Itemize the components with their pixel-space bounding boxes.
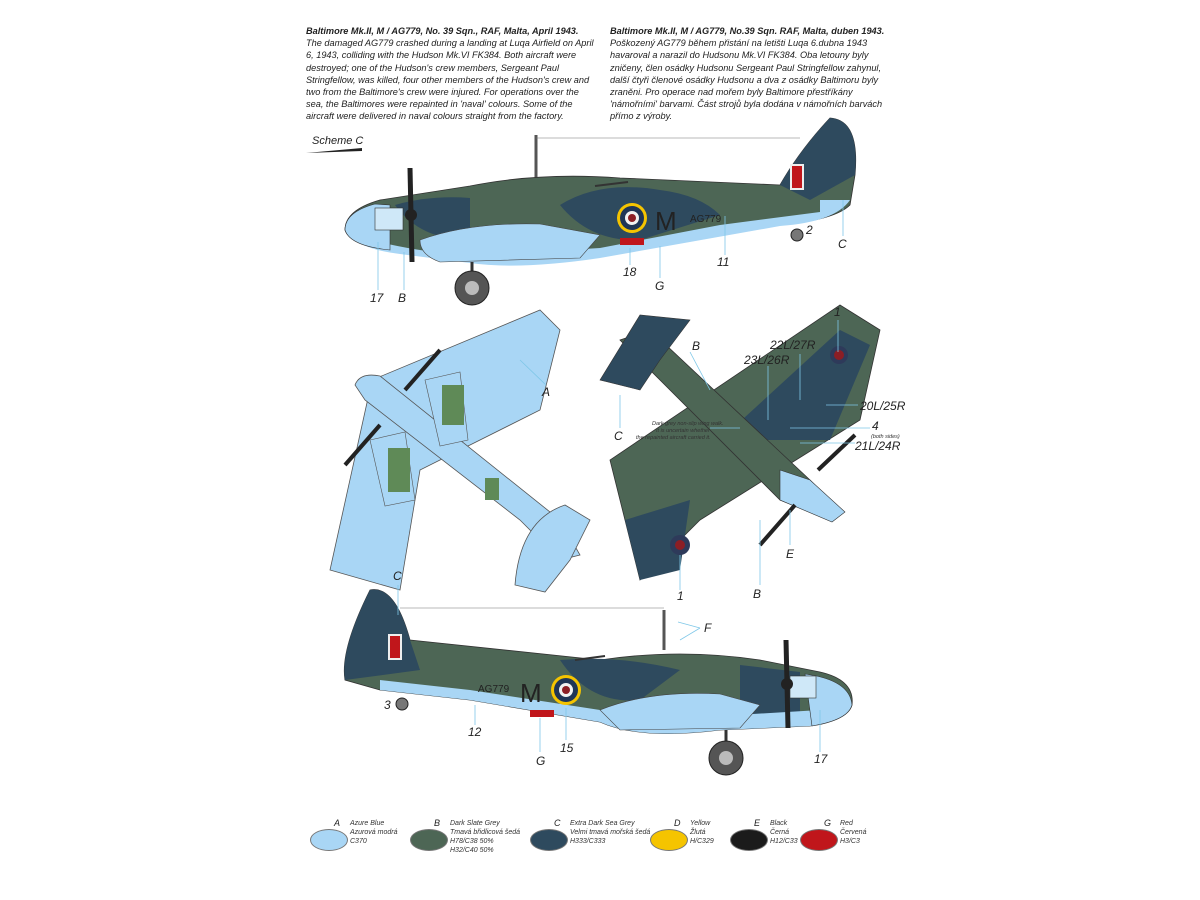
description-czech-heading: Baltimore Mk.II, M / AG779, No.39 Sqn. R… (610, 26, 885, 36)
nose-glazing-2 (804, 673, 853, 727)
turret-gun-2 (574, 655, 606, 661)
bottom-callout-3: 3 (384, 698, 391, 712)
legend-letter: G (824, 818, 832, 828)
upper-callout-4: 4 (872, 419, 879, 433)
description-czech: Baltimore Mk.II, M / AG779, No.39 Sqn. R… (610, 25, 898, 123)
upper-callout-22l-27r: 22L/27R (769, 338, 816, 352)
legend-letter: C (554, 818, 561, 828)
description-english-body: The damaged AG779 crashed during a landi… (306, 38, 594, 122)
callout-a: A (541, 385, 550, 399)
bay-2 (388, 448, 410, 492)
code-letter: M (655, 206, 677, 236)
legend-color-dot (650, 829, 688, 851)
upper-callout-1-top: 1 (834, 305, 841, 319)
cockpit-window (374, 207, 404, 231)
roundel-red (628, 214, 636, 222)
underside-tailplane (514, 504, 591, 593)
tail-wheel (790, 228, 804, 242)
callout-c: C (838, 237, 847, 251)
scheme-label: Scheme C (312, 135, 363, 147)
side-profile-left: M AG779 17 B 18 G 11 2 C (344, 117, 857, 306)
engine-nacelle-2 (599, 693, 761, 731)
engine-nacelle (419, 223, 601, 263)
propeller-1 (403, 348, 442, 392)
bay-1 (442, 385, 464, 425)
red-marker (620, 238, 644, 245)
upper-propeller-1 (816, 433, 857, 472)
wing-walk-note-3: the repainted aircraft carried it. (636, 435, 711, 441)
callout-17: 17 (370, 291, 385, 305)
upper-callout-e: E (786, 547, 795, 561)
wing-walk-note-2: It is uncertain whether (656, 428, 711, 434)
description-english-heading: Baltimore Mk.II, M / AG779, No. 39 Sqn.,… (306, 26, 579, 36)
upper-camo-2 (625, 500, 690, 580)
legend-color-dot (730, 829, 768, 851)
legend-color-dot (410, 829, 448, 851)
underside-azure (355, 200, 850, 266)
legend-color-dot (800, 829, 838, 851)
serial-number-2: AG779 (478, 684, 510, 695)
callout-2: 2 (805, 223, 813, 237)
upper-view: B C 1 22L/27R 23L/26R 20L/25R 4 (both si… (599, 304, 906, 603)
legend-letter: A (334, 818, 341, 828)
upper-callout-b: B (692, 339, 700, 353)
upper-callout-c: C (614, 429, 623, 443)
upper-callout-21l-24r: 21L/24R (854, 439, 901, 453)
scheme-label-text: Scheme C (312, 135, 364, 147)
upper-callout-both-sides: (both sides) (871, 434, 900, 440)
upper-tailplane (599, 314, 691, 391)
legend-letter: D (674, 818, 681, 828)
callout-11: 11 (717, 255, 729, 269)
serial-number: AG779 (690, 214, 722, 225)
bottom-callout-c: C (393, 569, 402, 583)
legend-letter: E (754, 818, 761, 828)
legend-color-dot (310, 829, 348, 851)
bottom-callout-15: 15 (560, 741, 574, 755)
cockpit-window-2 (789, 675, 817, 699)
turret-gun (594, 181, 629, 187)
wing-walk-note-1: Dark grey non-slip wing walk. (652, 421, 724, 427)
upper-callout-20l-25r: 20L/25R (859, 399, 906, 413)
callout-b: B (398, 291, 406, 305)
description-czech-body: Poškozený AG779 během přistání na letišt… (610, 38, 883, 122)
bottom-callout-f: F (704, 621, 712, 635)
legend-color-dot (530, 829, 568, 851)
bay-3 (485, 478, 499, 500)
upper-nose-glazing (779, 469, 846, 523)
camo-nose (395, 197, 470, 240)
side-profile-right: M AG779 C F 3 12 G 15 17 (343, 569, 853, 776)
legend-letter: B (434, 818, 441, 828)
main-wheel-hub (465, 281, 479, 295)
spinner (405, 209, 417, 221)
upper-propeller-2 (758, 503, 797, 547)
description-english: Baltimore Mk.II, M / AG779, No. 39 Sqn.,… (306, 25, 594, 123)
bottom-callout-g: G (536, 754, 545, 768)
camo-patch-2 (560, 658, 680, 701)
red-marker-2 (530, 710, 554, 717)
callout-18: 18 (623, 265, 637, 279)
tail-wheel-2 (395, 697, 409, 711)
callout-g: G (655, 279, 664, 293)
bottom-callout-17: 17 (814, 752, 829, 766)
scheme-underline (306, 148, 362, 153)
upper-callout-b-bottom: B (753, 587, 761, 601)
fin-flash-2 (388, 634, 402, 660)
upper-callout-23l-26r: 23L/26R (743, 353, 790, 367)
fin-flash (790, 164, 804, 190)
code-letter-2: M (520, 678, 542, 708)
underside-view: A (329, 309, 591, 593)
upper-callout-1-bottom: 1 (677, 589, 684, 603)
bottom-callout-12: 12 (468, 725, 482, 739)
propeller-2 (343, 423, 382, 467)
